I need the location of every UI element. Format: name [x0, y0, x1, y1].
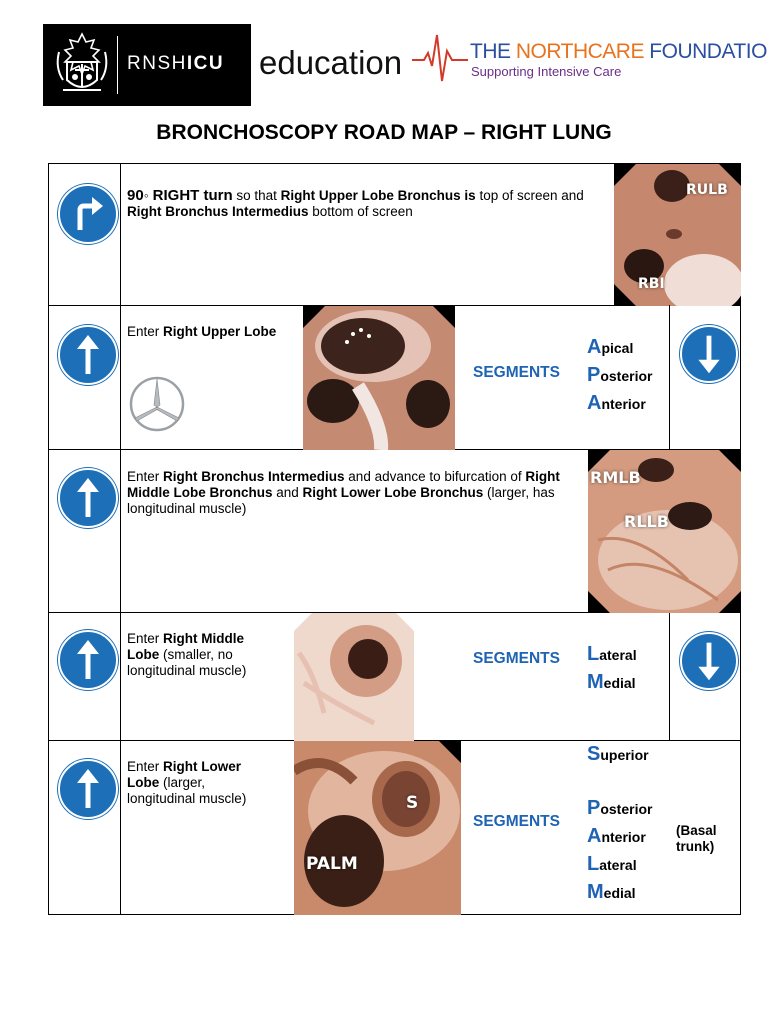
crest-logo [56, 32, 108, 91]
up-arrow-icon [77, 640, 99, 679]
segment-item: Anterior [587, 825, 646, 847]
foundation-name: THE NORTHCARE FOUNDATION [470, 40, 768, 63]
segment-item: Medial [587, 671, 636, 693]
bronchoscopy-image-rulb-rbi: RULB RBI [614, 164, 741, 306]
table-row-right-upper-lobe: Enter Right Upper Lobe SEGMENTS [48, 305, 741, 450]
image-label: S [406, 793, 419, 813]
logo-text: RNSHICU [127, 53, 225, 74]
image-label: RULB [686, 182, 728, 198]
table-row-right-middle-lobe: Enter Right Middle Lobe (smaller, no lon… [48, 612, 741, 741]
segments-label: SEGMENTS [473, 364, 560, 381]
road-map-table: 90◦ RIGHT turn so that Right Upper Lobe … [48, 163, 741, 915]
cell-divider [669, 613, 670, 741]
segment-item: Anterior [587, 392, 646, 414]
ahead-sign [58, 759, 118, 819]
table-row-right-lower-lobe: Enter Right Lower Lobe (larger, longitud… [48, 740, 741, 915]
bronchoscopy-image-rmlb-rllb: RMLB RLLB [588, 450, 741, 613]
instruction-text: Enter Right Lower Lobe (larger, longitud… [127, 759, 247, 806]
instruction-text: Enter Right Middle Lobe (smaller, no lon… [127, 631, 247, 678]
mercedes-star-icon [129, 376, 185, 432]
ahead-sign [58, 325, 118, 385]
segment-item: Posterior [587, 797, 653, 819]
image-label: RBI [638, 276, 665, 292]
image-label: PALM [306, 854, 358, 874]
instruction-text: Enter Right Upper Lobe [127, 324, 277, 339]
bronchoscopy-image-rml [294, 613, 414, 741]
basal-trunk-note: (Basal trunk) [676, 823, 717, 854]
cell-divider [669, 305, 670, 449]
down-arrow-sign [680, 325, 738, 383]
down-arrow-icon [698, 335, 720, 374]
segment-item: Posterior [587, 364, 653, 386]
segment-list: Apical Posterior Anterior [587, 334, 652, 418]
logo-divider [117, 36, 118, 94]
foundation-tagline: Supporting Intensive Care [471, 64, 622, 79]
down-arrow-icon [698, 642, 720, 681]
page-title: BRONCHOSCOPY ROAD MAP – RIGHT LUNG [156, 121, 612, 144]
ekg-heartbeat-icon [412, 34, 468, 82]
segment-superior: Superior [587, 743, 649, 765]
image-label: RLLB [624, 512, 669, 531]
image-label: RMLB [590, 468, 641, 487]
ahead-sign [58, 468, 118, 528]
turn-right-sign [58, 184, 118, 244]
instruction-text: 90◦ RIGHT turn so that Right Upper Lobe … [127, 187, 584, 220]
rnsh-icu-logo: RNSHICU [43, 24, 251, 106]
bronchoscopy-image-rll: S PALM [294, 741, 461, 915]
segments-label: SEGMENTS [473, 813, 560, 830]
down-arrow-sign [680, 632, 738, 690]
segments-label: SEGMENTS [473, 650, 560, 667]
segment-item: Apical [587, 336, 634, 358]
up-arrow-icon [77, 335, 99, 374]
education-label: education [259, 44, 403, 81]
up-arrow-icon [77, 478, 99, 517]
ahead-sign [58, 630, 118, 690]
table-row-bronchus-intermedius: Enter Right Bronchus Intermedius and adv… [48, 449, 741, 613]
segment-item: Lateral [587, 853, 637, 875]
bronchoscopy-image-rul [303, 306, 455, 450]
segment-list: Lateral Medial [587, 641, 637, 697]
up-arrow-icon [77, 769, 99, 808]
instruction-text: Enter Right Bronchus Intermedius and adv… [127, 469, 560, 516]
segment-item: Medial [587, 881, 636, 903]
segment-item: Lateral [587, 643, 637, 665]
table-row-right-turn: 90◦ RIGHT turn so that Right Upper Lobe … [48, 163, 741, 306]
turn-right-arrow-icon [77, 197, 103, 230]
segment-list: Posterior Anterior Lateral Medial [587, 795, 652, 907]
